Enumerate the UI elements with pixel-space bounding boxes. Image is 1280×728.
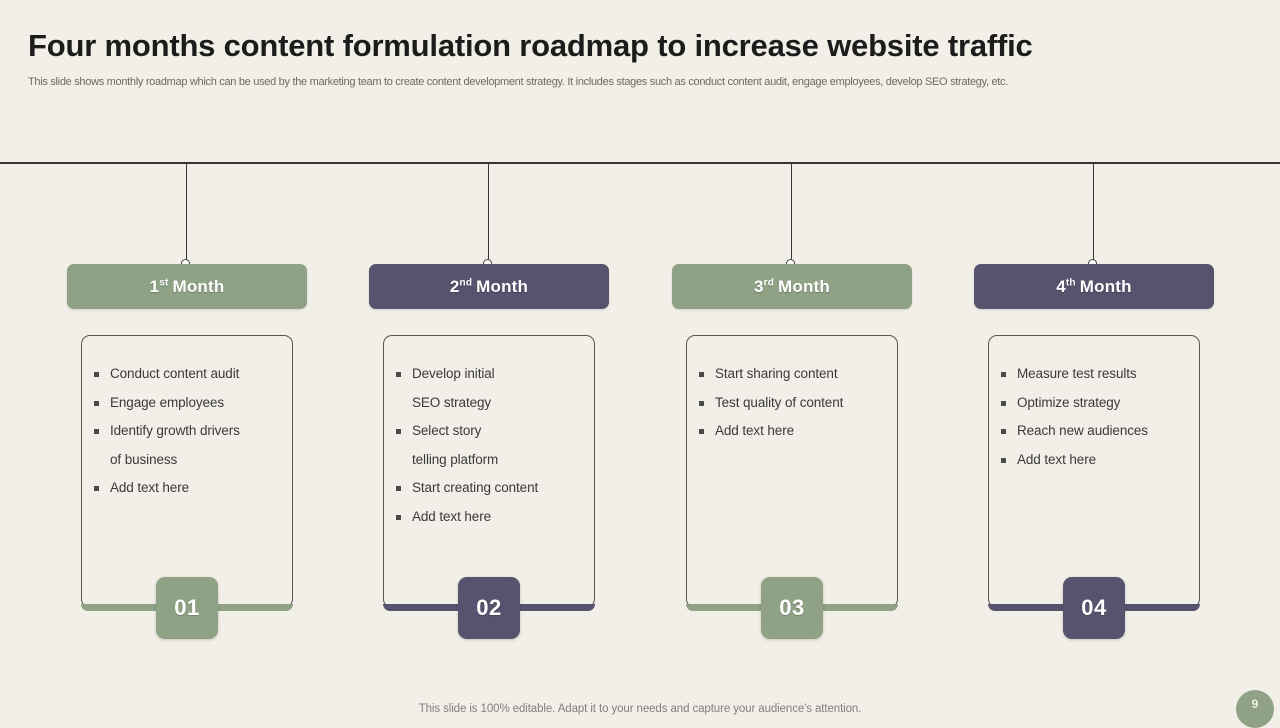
- step-number-badge-3[interactable]: 03: [761, 577, 823, 639]
- bullet-square-icon: [1001, 429, 1006, 434]
- list-item-text: Test quality of content: [715, 394, 844, 410]
- bullet-square-icon: [396, 429, 401, 434]
- list-item: Identify growth drivers of business: [92, 417, 282, 474]
- list-item: Start creating content: [394, 474, 584, 503]
- bullet-square-icon: [396, 514, 401, 520]
- connector-line: [186, 164, 187, 263]
- month-ordinal-suffix: st: [159, 276, 169, 288]
- list-item: Add text here: [394, 503, 584, 532]
- list-item-text: Start creating content: [412, 480, 539, 495]
- list-item-text: Engage employees: [110, 394, 224, 410]
- month-ordinal-suffix: nd: [459, 276, 473, 288]
- step-number-label: 03: [779, 595, 805, 620]
- step-number-badge-2[interactable]: 02: [458, 577, 520, 639]
- bullet-square-icon: [1001, 457, 1006, 463]
- connector-line: [1093, 164, 1094, 263]
- list-item: Add text here: [92, 474, 282, 503]
- bullet-square-icon: [94, 486, 99, 491]
- slide-title: Four months content formulation roadmap …: [28, 28, 1033, 63]
- step-number-label: 02: [476, 595, 502, 620]
- step-number-badge-1[interactable]: 01: [156, 577, 218, 639]
- list-item: Engage employees: [92, 389, 282, 418]
- connector-line: [488, 164, 489, 263]
- month-ordinal-number: 4: [1056, 276, 1066, 296]
- list-item-text: Identify growth drivers: [110, 423, 240, 438]
- bullet-square-icon: [94, 372, 99, 377]
- page-number-badge: 9: [1236, 690, 1274, 728]
- bullet-square-icon: [94, 429, 99, 434]
- month-ordinal-number: 3: [753, 276, 764, 296]
- list-item-text: Optimize strategy: [1017, 394, 1121, 410]
- list-item: Optimize strategy: [999, 389, 1189, 418]
- slide-subtitle: This slide shows monthly roadmap which c…: [28, 76, 1009, 88]
- bullet-square-icon: [396, 372, 401, 377]
- list-item-text: Select story: [412, 423, 482, 438]
- step-number-badge-4[interactable]: 04: [1063, 577, 1125, 639]
- list-item-text: Develop initial: [412, 366, 495, 381]
- bullet-square-icon: [699, 400, 704, 406]
- step-number-label: 04: [1081, 595, 1107, 620]
- month-word-label: Month: [476, 276, 529, 296]
- month-word-label: Month: [778, 276, 831, 296]
- footer-note: This slide is 100% editable. Adapt it to…: [418, 703, 862, 715]
- list-item-text: Add text here: [715, 423, 795, 438]
- list-item-text: Measure test results: [1017, 366, 1137, 381]
- bullet-square-icon: [699, 372, 704, 377]
- header-divider: [0, 162, 1280, 164]
- bullet-square-icon: [1001, 372, 1006, 377]
- list-item-text: Add text here: [412, 508, 492, 524]
- list-item-text: Start sharing content: [715, 366, 838, 381]
- bullet-square-icon: [1001, 400, 1006, 406]
- list-item: Reach new audiences: [999, 417, 1189, 446]
- list-item-text-continuation: of business: [110, 451, 178, 467]
- month-ordinal-number: 2: [449, 276, 460, 296]
- month-ordinal-number: 1: [149, 276, 160, 296]
- month-ordinal-suffix: rd: [763, 276, 775, 288]
- list-item-text: Reach new audiences: [1017, 423, 1148, 438]
- connector-line: [791, 164, 792, 263]
- bullet-square-icon: [94, 400, 99, 406]
- list-item-text-continuation: telling platform: [412, 451, 499, 467]
- list-item: Start sharing content: [697, 360, 887, 389]
- page-number-label: 9: [1251, 697, 1259, 711]
- bullet-square-icon: [699, 429, 704, 434]
- list-item-text: Conduct content audit: [110, 366, 240, 381]
- month-word-label: Month: [172, 276, 225, 296]
- list-item: Test quality of content: [697, 389, 887, 418]
- list-item-text-continuation: SEO strategy: [412, 394, 492, 410]
- list-item: Conduct content audit: [92, 360, 282, 389]
- list-item-text: Add text here: [1017, 451, 1097, 467]
- list-item: Add text here: [999, 446, 1189, 475]
- bullet-square-icon: [396, 486, 401, 491]
- list-item: Add text here: [697, 417, 887, 446]
- month-word-label: Month: [1079, 276, 1132, 296]
- list-item: Measure test results: [999, 360, 1189, 389]
- list-item: Select story telling platform: [394, 417, 584, 474]
- step-number-label: 01: [174, 595, 200, 620]
- month-ordinal-suffix: th: [1065, 276, 1076, 288]
- list-item-text: Add text here: [110, 480, 190, 495]
